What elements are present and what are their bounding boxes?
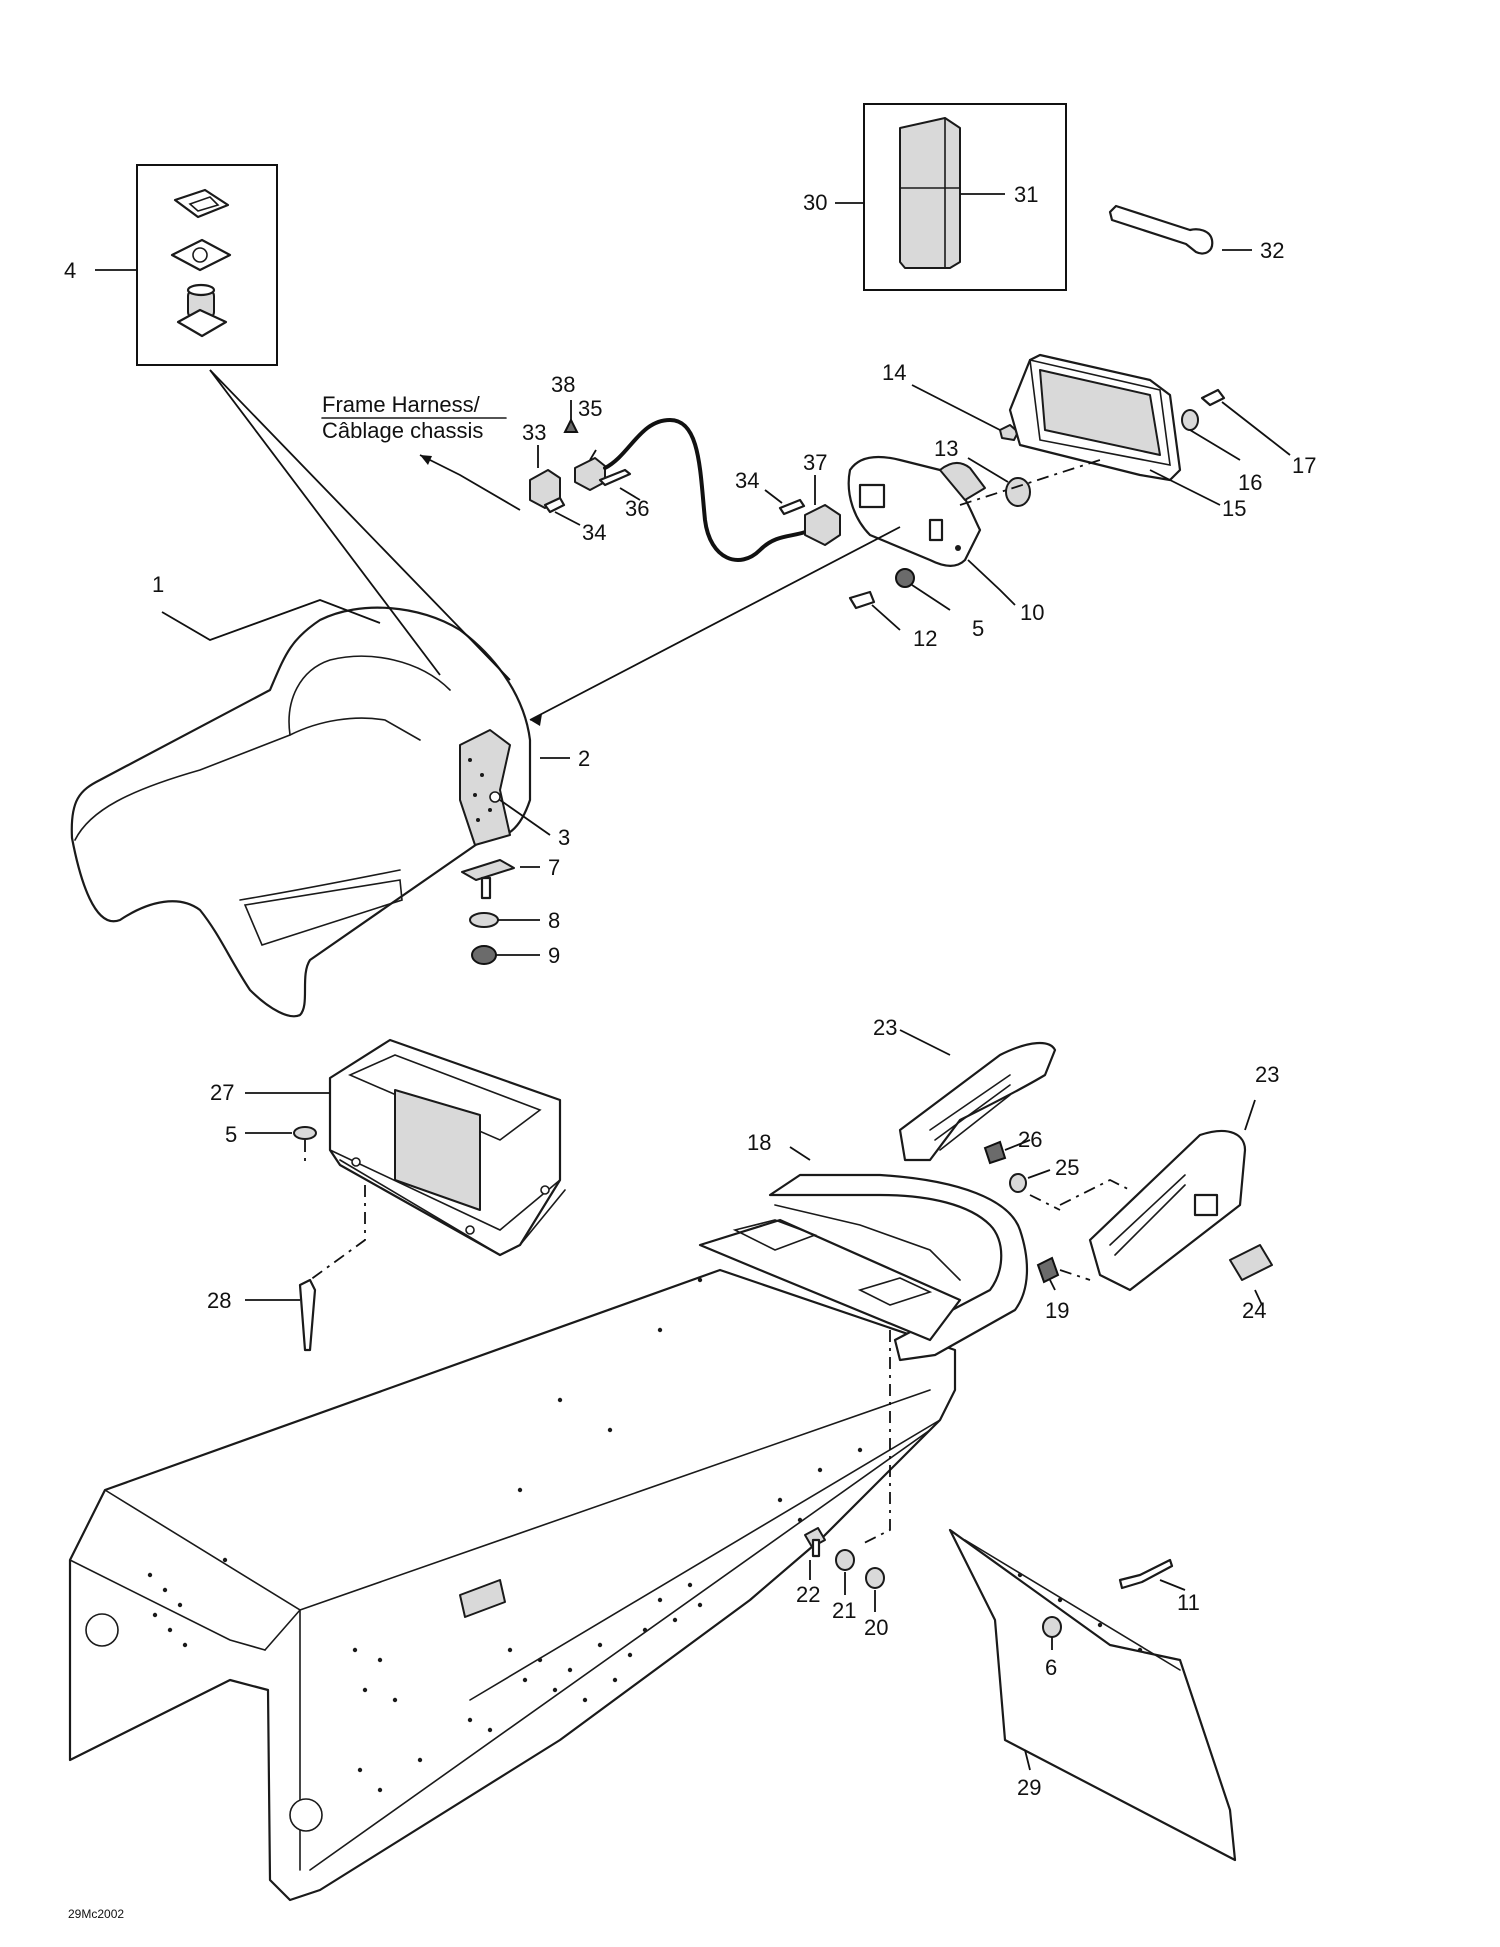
callout-22: 22: [796, 1582, 820, 1607]
callout-36: 36: [625, 496, 649, 521]
callout-23-left: 23: [873, 1015, 897, 1040]
seat-latch-kit: [95, 164, 278, 366]
bumper-end-caps: [898, 1029, 1273, 1306]
harness-label-fr: Câblage chassis: [322, 418, 483, 443]
wrench: [1108, 204, 1252, 255]
callout-labels: 1 2 3 4 5 5 6 7 8 9 10 11 12 13 14 15 16…: [64, 182, 1316, 1800]
snow-flap: [948, 1528, 1237, 1862]
connectors: [529, 400, 841, 562]
frame-fasteners: [804, 1527, 885, 1612]
callout-30: 30: [803, 190, 827, 215]
callout-24: 24: [1242, 1298, 1266, 1323]
tunnel-frame: [68, 1268, 957, 1902]
callout-6: 6: [1045, 1655, 1057, 1680]
callout-13: 13: [934, 436, 958, 461]
callout-34-left: 34: [582, 520, 606, 545]
paint-kit: [835, 103, 1067, 291]
callout-21: 21: [832, 1598, 856, 1623]
callout-32: 32: [1260, 238, 1284, 263]
harness-label-en: Frame Harness/: [322, 392, 481, 417]
seat-fasteners: [461, 859, 540, 965]
callout-10: 10: [1020, 600, 1044, 625]
callout-17: 17: [1292, 453, 1316, 478]
callout-8: 8: [548, 908, 560, 933]
callout-26: 26: [1018, 1127, 1042, 1152]
callout-31: 31: [1014, 182, 1038, 207]
callout-23-right: 23: [1255, 1062, 1279, 1087]
callout-19: 19: [1045, 1298, 1069, 1323]
storage-box: [245, 1038, 566, 1352]
rear-bumper: [698, 1146, 1028, 1362]
callout-35: 35: [578, 396, 602, 421]
figure-code: 29Mc2002: [68, 1907, 124, 1921]
callout-3: 3: [558, 825, 570, 850]
callout-25: 25: [1055, 1155, 1079, 1180]
callout-2: 2: [578, 746, 590, 771]
callout-12: 12: [913, 626, 937, 651]
taillight-housing: [529, 455, 1016, 726]
callout-16: 16: [1238, 470, 1262, 495]
callout-20: 20: [864, 1615, 888, 1640]
callout-4: 4: [64, 258, 76, 283]
callout-37: 37: [803, 450, 827, 475]
callout-5-box: 5: [225, 1122, 237, 1147]
callout-15: 15: [1222, 496, 1246, 521]
callout-29: 29: [1017, 1775, 1041, 1800]
callout-7: 7: [548, 855, 560, 880]
tail-lamp: [911, 353, 1291, 507]
callout-28: 28: [207, 1288, 231, 1313]
seat-assembly: [70, 369, 570, 1018]
callout-33: 33: [522, 420, 546, 445]
callout-5-taillight: 5: [972, 616, 984, 641]
callout-38: 38: [551, 372, 575, 397]
callout-11: 11: [1177, 1590, 1200, 1615]
callout-9: 9: [548, 943, 560, 968]
harness-reference: Frame Harness/ Câblage chassis: [321, 392, 521, 511]
callout-27: 27: [210, 1080, 234, 1105]
callout-14: 14: [882, 360, 906, 385]
callout-18: 18: [747, 1130, 771, 1155]
callout-34-right: 34: [735, 468, 759, 493]
callout-1: 1: [152, 572, 164, 597]
